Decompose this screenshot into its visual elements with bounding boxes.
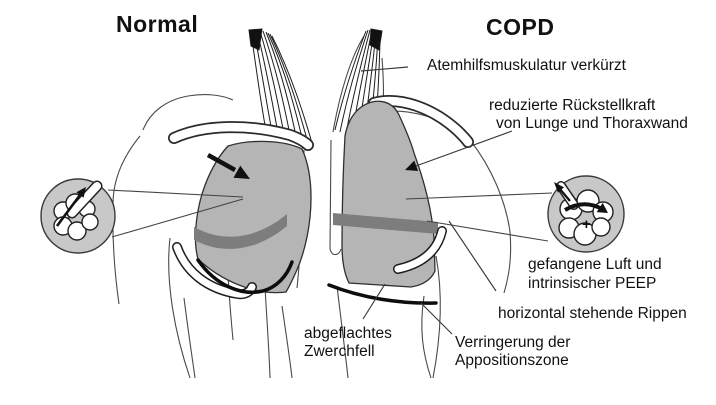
normal-diaphragm-band: [194, 214, 287, 249]
normal-torso: [112, 28, 314, 379]
annotation-rueckstellkraft-line1: reduzierte Rückstellkraft: [489, 97, 656, 114]
inset-callout-lines: [107, 189, 553, 242]
annotation-zwerchfell-line2: Zwerchfell: [304, 343, 375, 360]
annotation-gefangene-luft-line2: intrinsischer PEEP: [528, 275, 657, 292]
leader-rippen: [448, 220, 497, 292]
normal-recoil-arrow-icon: [206, 153, 250, 179]
annotation-atemhilfsmuskulatur: Atemhilfsmuskulatur verkürzt: [427, 57, 626, 74]
trapped-air-arrow-icon: [563, 202, 608, 213]
leader-rueckstell-arrow: [405, 130, 513, 171]
airflow-out-arrow-icon: [55, 187, 86, 227]
normal-diaphragm-dome: [196, 258, 294, 294]
panel-title-copd: COPD: [486, 14, 555, 40]
annotation-rueckstellkraft-line2: von Lunge und Thoraxwand: [496, 115, 688, 132]
positive-pressure-plus-sign: +: [582, 216, 591, 233]
annotation-appositionszone-line2: Appositionszone: [455, 352, 569, 369]
narrowed-airway-arrow-icon: [554, 182, 571, 202]
copd-lung-shape: [341, 100, 436, 288]
annotation-appositionszone-line1: Verringerung der: [455, 334, 571, 351]
annotation-gefangene-luft-line1: gefangene Luft und: [528, 256, 662, 273]
annotation-horizontale-rippen: horizontal stehende Rippen: [498, 305, 687, 322]
copd-torso: [327, 28, 512, 379]
copd-body-outline: [329, 35, 512, 379]
annotation-leader-lines: [360, 66, 513, 335]
copd-flattened-diaphragm: [327, 283, 438, 305]
normal-lung-shape: [194, 140, 312, 294]
alveoli-hyperinflated-icon: +: [547, 175, 625, 253]
leader-apposition: [420, 302, 453, 335]
copd-rib-icon: [393, 226, 447, 274]
copd-clavicle-icon: [368, 95, 474, 148]
annotation-zwerchfell-line1: abgeflachtes: [304, 325, 392, 342]
normal-clavicle-icon: [168, 121, 314, 151]
leader-atemhilfs: [360, 66, 409, 72]
leader-zwerchfell: [362, 283, 386, 320]
alveoli-normal-icon: [40, 178, 116, 254]
copd-diaphragm-band: [333, 213, 438, 234]
panel-title-normal: Normal: [116, 11, 199, 37]
